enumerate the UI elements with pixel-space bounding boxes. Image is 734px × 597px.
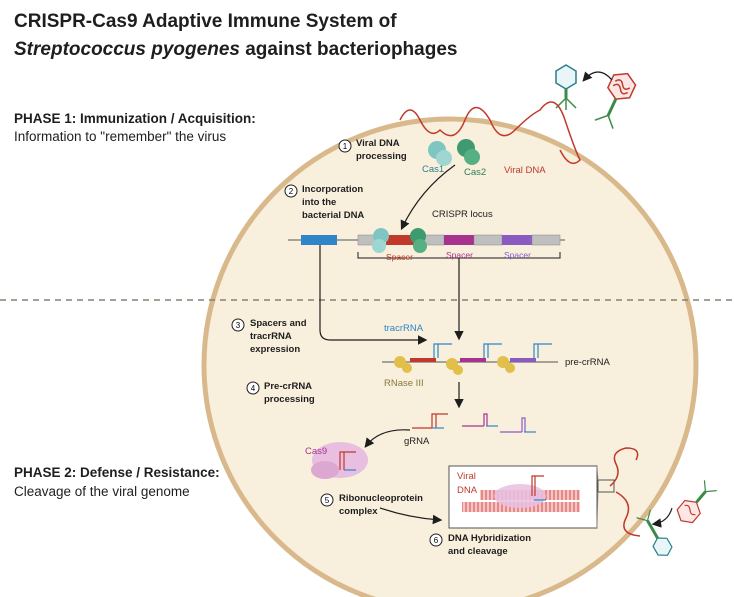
tracrrna-expression-arrow xyxy=(319,245,428,345)
cas2-label: Cas2 xyxy=(464,167,486,178)
spacer-2-label: Spacer xyxy=(446,250,473,260)
inset-dna-label: DNA xyxy=(457,485,478,496)
cas9-label: Cas9 xyxy=(305,446,327,457)
title-line-1: CRISPR-Cas9 Adaptive Immune System of xyxy=(14,11,397,32)
step-2-number: 2 xyxy=(289,187,294,196)
cas9-loading-arrow xyxy=(364,429,411,448)
step-3-line3: expression xyxy=(250,344,300,355)
incorporation-arrow xyxy=(400,164,456,231)
step-6: 6 DNA Hybridization and cleavage xyxy=(429,533,531,557)
step-3-line1: Spacers and xyxy=(250,318,307,329)
step-2-line3: bacterial DNA xyxy=(302,210,364,221)
repeat-2 xyxy=(473,234,503,246)
step-2-line2: into the xyxy=(302,197,336,208)
tracrrna-gene xyxy=(301,235,337,245)
spacer-1-label: Spacer xyxy=(386,252,413,262)
hybridization-inset xyxy=(448,465,598,529)
step-5-line2: complex xyxy=(339,506,378,517)
phase2-title: PHASE 2: Defense / Resistance: xyxy=(14,465,220,480)
rnase-iii-icon xyxy=(394,356,515,375)
phase1-subtitle: Information to "remember" the virus xyxy=(14,129,227,144)
step-4: 4 Pre-crRNA processing xyxy=(246,381,315,405)
tracrrna-label: tracrRNA xyxy=(384,323,424,334)
step-4-line1: Pre-crRNA xyxy=(264,381,312,392)
pre-crrna-strand xyxy=(382,343,558,363)
step-1-line2: processing xyxy=(356,151,407,162)
title-species: Streptococcus pyogenes xyxy=(14,39,240,60)
spacer-3 xyxy=(502,235,532,245)
title-line-2-rest: against bacteriophages xyxy=(239,39,458,60)
zoom-source-box xyxy=(597,479,615,493)
approaching-phage-icon xyxy=(676,480,717,524)
cas2-protein-icon xyxy=(457,139,480,165)
infecting-phage-icon xyxy=(594,72,637,129)
step-1: 1 Viral DNA processing xyxy=(338,138,407,162)
step-4-line2: processing xyxy=(264,394,315,405)
step-6-line2: and cleavage xyxy=(448,546,508,557)
title-line-2: Streptococcus pyogenes against bacteriop… xyxy=(14,36,457,64)
phase2-subtitle: Cleavage of the viral genome xyxy=(14,484,190,499)
phage-cycle-arrow xyxy=(651,507,673,528)
diagram-title: CRISPR-Cas9 Adaptive Immune System of St… xyxy=(14,8,457,64)
rnase-label: RNase III xyxy=(384,378,424,389)
repeat-3 xyxy=(531,234,561,246)
cas1-label: Cas1 xyxy=(422,164,444,175)
phase1-title: PHASE 1: Immunization / Acquisition: xyxy=(14,111,256,126)
attached-phage-icon xyxy=(636,509,673,556)
step-5-number: 5 xyxy=(325,496,330,505)
step-1-number: 1 xyxy=(343,142,348,151)
rnp-arrow xyxy=(379,507,443,525)
step-2: 2 Incorporation into the bacterial DNA xyxy=(284,184,364,221)
viral-dna-strand xyxy=(399,101,581,165)
zoom-line-top xyxy=(596,465,599,481)
injected-viral-dna xyxy=(609,447,641,537)
step-5-line1: Ribonucleoprotein xyxy=(339,493,423,504)
bacteriophage-icon xyxy=(555,64,577,110)
pre-crrna-label: pre-crRNA xyxy=(565,357,611,368)
cas1-protein-icon xyxy=(428,141,452,166)
step-1-line1: Viral DNA xyxy=(356,138,400,149)
grna-fragments xyxy=(412,413,536,433)
spacer-1 xyxy=(386,235,416,245)
grna-label: gRNA xyxy=(404,436,430,447)
crispr-locus-label: CRISPR locus xyxy=(432,209,493,220)
inset-viral-label: Viral xyxy=(457,471,476,482)
cas-complex-on-locus-icon xyxy=(372,228,427,253)
phage-transition-arrow xyxy=(582,71,613,82)
spacer-3-label: Spacer xyxy=(504,250,531,260)
step-6-number: 6 xyxy=(434,536,439,545)
step-4-number: 4 xyxy=(251,384,256,393)
cas9-protein-icon xyxy=(311,442,368,479)
step-3-number: 3 xyxy=(236,321,241,330)
step-5: 5 Ribonucleoprotein complex xyxy=(320,493,423,517)
step-2-line1: Incorporation xyxy=(302,184,363,195)
zoom-line-bottom xyxy=(596,491,599,529)
viral-dna-label: Viral DNA xyxy=(504,165,546,176)
step-3-line2: tracrRNA xyxy=(250,331,292,342)
step-3: 3 Spacers and tracrRNA expression xyxy=(231,318,307,355)
step-6-line1: DNA Hybridization xyxy=(448,533,531,544)
spacer-2 xyxy=(444,235,474,245)
